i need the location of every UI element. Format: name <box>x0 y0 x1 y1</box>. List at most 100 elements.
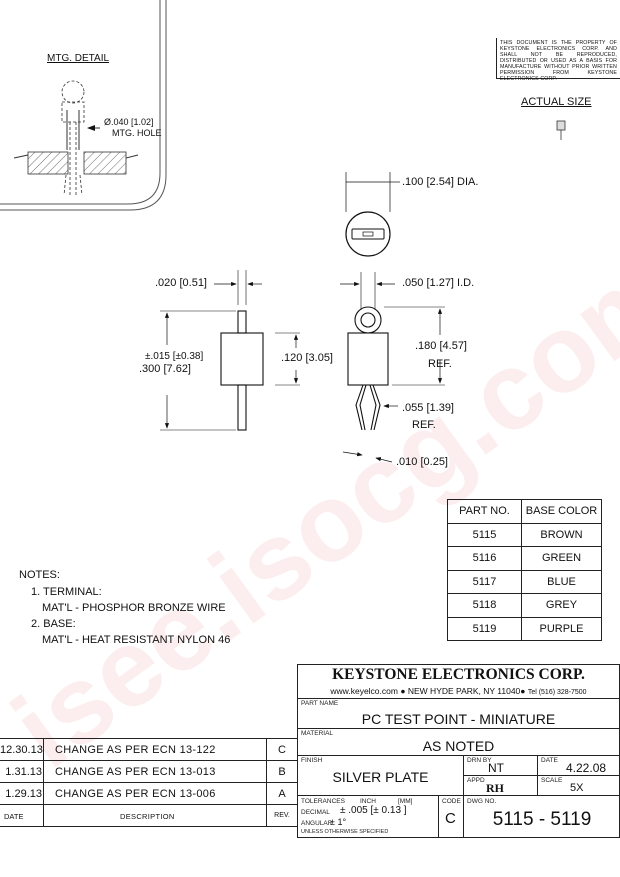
revision-letter: A <box>278 788 286 800</box>
company-name: KEYSTONE ELECTRONICS CORP. <box>332 666 585 683</box>
scale-value: 5X <box>570 782 584 794</box>
dim-ref180-suffix: REF. <box>428 358 452 370</box>
bullet-icon: ● <box>520 686 526 696</box>
table-row: 5119 PURPLE <box>447 616 602 641</box>
actual-size-icon <box>556 120 566 140</box>
dim-tol: ±.015 [±0.38] <box>145 351 204 362</box>
date-label: DATE <box>541 757 558 764</box>
tol-inch: INCH <box>360 798 376 805</box>
dim-ref180: .180 [4.57] <box>415 340 467 352</box>
material-value: AS NOTED <box>422 738 495 754</box>
scale-cell: SCALE 5X <box>537 775 620 796</box>
board-section-left <box>27 151 69 175</box>
unless-label: UNLESS OTHERWISE SPECIFIED <box>301 829 389 835</box>
revision-header-rev: REV. <box>274 812 290 819</box>
drn-label: DRN BY <box>467 757 492 764</box>
drn-cell: DRN BY NT <box>463 755 538 776</box>
dim-id: .050 [1.27] I.D. <box>402 277 475 289</box>
angular-label: ANGULAR <box>301 820 333 827</box>
table-row: 5117 BLUE <box>447 569 602 594</box>
table-cell: 5115 <box>447 522 522 547</box>
top-view-circle <box>345 211 391 257</box>
dim-body: .120 [3.05] <box>281 352 333 364</box>
detail-frame <box>0 0 167 211</box>
contact-site: www.keyelco.com <box>330 686 398 696</box>
material-cell: MATERIAL AS NOTED <box>298 728 619 756</box>
table-header-row: PART NO. BASE COLOR <box>447 499 602 524</box>
part-name-cell: PART NAME PC TEST POINT - MINIATURE <box>298 698 619 729</box>
table-header: PART NO. <box>447 499 522 524</box>
mtg-detail-title: MTG. DETAIL <box>47 53 110 64</box>
parts-table: PART NO. BASE COLOR 5115 BROWN 5116 GREE… <box>447 499 602 641</box>
bullet-icon: ● <box>400 686 406 696</box>
revision-divider <box>43 738 44 827</box>
board-section-right <box>83 151 127 175</box>
table-cell: 5117 <box>447 569 522 594</box>
copyright-notice: THIS DOCUMENT IS THE PROPERTY OF KEYSTON… <box>500 40 617 82</box>
contact-city: NEW HYDE PARK, NY 11040 <box>407 686 521 696</box>
appd-label: APPD <box>467 777 485 784</box>
copyright-box: THIS DOCUMENT IS THE PROPERTY OF KEYSTON… <box>496 38 620 82</box>
revision-letter: B <box>278 766 286 778</box>
table-cell: 5119 <box>447 616 522 641</box>
revision-row: 12.30.13 CHANGE AS PER ECN 13-122 C <box>0 738 297 760</box>
table-cell: 5118 <box>447 593 522 618</box>
revision-desc: CHANGE AS PER ECN 13-013 <box>55 766 216 778</box>
appd-cell: APPD RH <box>463 775 538 796</box>
date-value: 4.22.08 <box>566 761 607 775</box>
drn-value: NT <box>488 761 504 775</box>
mtg-hole-dim: Ø.040 [1.02] <box>104 117 154 127</box>
dim-ref055: .055 [1.39] <box>402 402 454 414</box>
revision-date: 1.29.13 <box>5 788 42 800</box>
table-cell: BROWN <box>521 522 602 547</box>
table-cell: PURPLE <box>521 616 602 641</box>
tol-label: TOLERANCES <box>301 798 345 805</box>
revision-desc: CHANGE AS PER ECN 13-122 <box>55 744 216 756</box>
appd-value: RH <box>486 781 504 795</box>
mtg-hole-label: MTG. HOLE <box>112 128 162 138</box>
note-line: 2. BASE: <box>31 618 76 630</box>
scale-label: SCALE <box>541 777 563 784</box>
note-line: 1. TERMINAL: <box>31 586 102 598</box>
part-name: PC TEST POINT - MINIATURE <box>361 711 556 727</box>
actual-size-label: ACTUAL SIZE <box>521 96 592 108</box>
contact-tel: Tel (516) 328-7500 <box>527 689 587 696</box>
side-view-right <box>347 306 389 431</box>
dim-wire: .020 [0.51] <box>155 277 207 289</box>
dwg-number: 5115 - 5119 <box>492 809 592 830</box>
dim-overall: .300 [7.62] <box>139 363 191 375</box>
dim-ref055-suffix: REF. <box>412 419 436 431</box>
note-line: MAT'L - PHOSPHOR BRONZE WIRE <box>42 602 226 614</box>
revision-row: 1.29.13 CHANGE AS PER ECN 13-006 A <box>0 782 297 804</box>
decimal-value: ± .005 [± 0.13 ] <box>340 805 407 816</box>
tol-mm: [MM] <box>398 798 413 805</box>
note-line: MAT'L - HEAT RESISTANT NYLON 46 <box>42 634 231 646</box>
revision-table: 12.30.13 CHANGE AS PER ECN 13-122 C 1.31… <box>0 738 297 838</box>
dim-gap: .010 [0.25] <box>396 456 448 468</box>
code-value: C <box>445 810 456 827</box>
revision-divider <box>266 738 267 827</box>
table-row: 5116 GREEN <box>447 546 602 571</box>
revision-row: 1.31.13 CHANGE AS PER ECN 13-013 B <box>0 760 297 782</box>
dwg-cell: DWG NO. 5115 - 5119 <box>463 795 620 838</box>
side-view-left <box>220 310 264 431</box>
revision-header-date: DATE <box>4 812 24 821</box>
revision-date: 1.31.13 <box>5 766 42 778</box>
table-cell: BLUE <box>521 569 602 594</box>
date-cell: DATE 4.22.08 <box>537 755 620 776</box>
table-cell: GREEN <box>521 546 602 571</box>
dim-dia: .100 [2.54] DIA. <box>402 176 479 188</box>
table-row: 5118 GREY <box>447 593 602 618</box>
decimal-label: DECIMAL <box>301 809 330 816</box>
material-label: MATERIAL <box>301 730 334 737</box>
table-cell: GREY <box>521 593 602 618</box>
finish-cell: FINISH SILVER PLATE <box>298 755 463 796</box>
revision-date: 12.30.13 <box>0 744 43 756</box>
angular-value: ± 1° <box>330 817 347 827</box>
revision-header-desc: DESCRIPTION <box>120 812 175 821</box>
table-cell: 5116 <box>447 546 522 571</box>
finish-label: FINISH <box>301 757 323 764</box>
revision-desc: CHANGE AS PER ECN 13-006 <box>55 788 216 800</box>
table-row: 5115 BROWN <box>447 522 602 547</box>
